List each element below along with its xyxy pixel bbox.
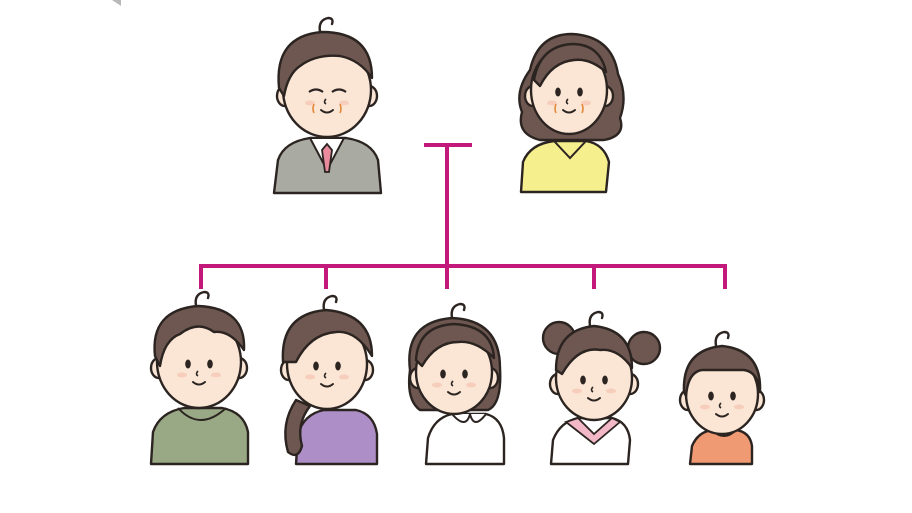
cheek-left [700,404,710,410]
nose [450,380,454,387]
nose [565,98,569,105]
eye-right [602,375,608,385]
mouth [715,413,729,418]
hair-tuft [450,302,466,320]
corner-mark [112,0,121,6]
cheek-right [211,372,221,378]
family-figures [149,16,766,466]
peter-pan-collar [451,413,487,423]
mouth [562,109,576,114]
nose [323,372,327,379]
mouth [320,383,334,388]
cheek-right [606,388,616,394]
cheek-right [466,382,476,388]
bob-fringe [414,322,496,368]
eye-left [185,359,191,369]
hair-tuft [194,290,210,308]
cheek-left [572,388,582,394]
hair-bun-right [626,330,662,366]
straight-fringe [682,344,762,398]
cheek-right [339,374,349,380]
eye-right [331,88,347,93]
mouth [447,391,461,396]
hoodie [149,406,250,466]
hair-tuft [714,330,730,348]
hair-tuft [322,294,338,312]
cheek-right [581,100,591,106]
eye-left [580,375,586,385]
nose [323,98,327,105]
eye-left [555,87,561,97]
fringe [532,42,608,88]
nose [590,386,594,393]
eye-right [462,369,468,379]
ponytail [284,398,312,457]
hood-collar [177,407,227,421]
cheek-right [339,100,349,106]
mouth [320,109,334,114]
mouth [587,397,601,402]
father-icon [272,16,383,195]
smile-lines [554,103,584,114]
tree-connectors [199,143,727,289]
eye-left [440,369,446,379]
eye-left [308,88,324,93]
cheek-left [547,100,557,106]
daughter-ponytail-icon [279,294,379,466]
cheek-left [305,374,315,380]
bun-hair [554,324,634,376]
spiky-hair [153,304,246,368]
eye-right [335,361,341,371]
eye-left [708,391,714,401]
hair-tuft [318,16,334,34]
smile-lines [312,103,342,114]
mother-icon [518,32,625,194]
eye-right [207,359,213,369]
cheek-left [305,100,315,106]
nose [195,370,199,377]
short-hair [277,30,374,98]
youngest-child-icon [678,330,766,466]
son-icon [149,290,250,466]
hair-tuft [588,310,604,328]
mouth [192,381,206,386]
top [519,139,611,194]
eye-left [313,361,319,371]
daughter-buns-icon [541,310,662,466]
eye-right [577,87,583,97]
nose [718,402,722,409]
sailor-collar [564,416,622,446]
cheek-left [432,382,442,388]
daughter-bob-icon [407,302,506,466]
necktie [321,142,333,173]
long-hair [281,308,374,364]
eye-right [730,391,736,401]
cheek-right [734,404,744,410]
sweater [294,408,379,466]
cheek-left [177,372,187,378]
v-neck [553,140,587,160]
